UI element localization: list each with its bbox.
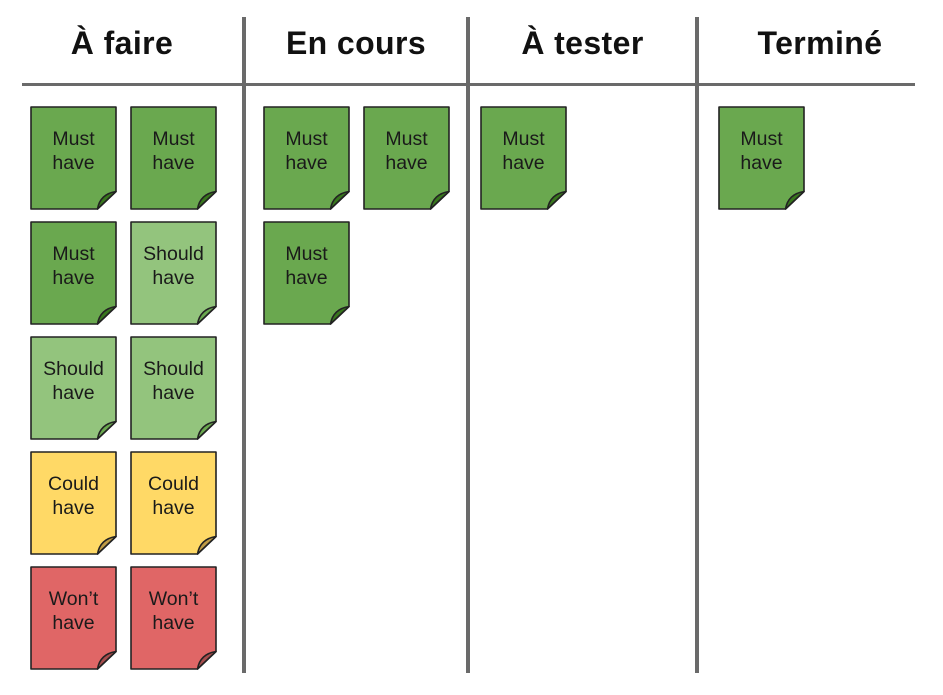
- column-divider-2: [466, 17, 470, 673]
- sticky-note-shape: [263, 221, 350, 325]
- sticky-note[interactable]: Should have: [30, 336, 117, 440]
- sticky-note-shape: [30, 221, 117, 325]
- column-notes-en-cours: Must have Must have Must have: [263, 106, 458, 325]
- sticky-note-label: Should have: [143, 358, 204, 404]
- sticky-note-label: Could have: [148, 473, 199, 519]
- folded-corner-icon: [196, 535, 217, 555]
- column-header-a-faire: À faire: [70, 24, 174, 61]
- sticky-note[interactable]: Could have: [30, 451, 117, 555]
- column-notes-termine: Must have: [718, 106, 913, 210]
- column-divider-3: [695, 17, 699, 673]
- sticky-note-label: Must have: [52, 128, 95, 174]
- sticky-note[interactable]: Could have: [130, 451, 217, 555]
- folded-corner-icon: [96, 305, 117, 325]
- sticky-note-shape: [363, 106, 450, 210]
- column-header-en-cours: En cours: [285, 24, 427, 61]
- sticky-note-shape: [718, 106, 805, 210]
- column-header-a-tester: À tester: [521, 24, 644, 61]
- folded-corner-icon: [546, 190, 567, 210]
- sticky-note-shape: [30, 566, 117, 670]
- sticky-note-shape: [130, 451, 217, 555]
- sticky-note-shape: [480, 106, 567, 210]
- sticky-note-shape: [130, 106, 217, 210]
- folded-corner-icon: [96, 650, 117, 670]
- sticky-note-shape: [30, 451, 117, 555]
- sticky-note-label: Won’t have: [48, 588, 99, 634]
- folded-corner-icon: [196, 420, 217, 440]
- sticky-note-shape: [130, 221, 217, 325]
- sticky-note-shape: [130, 566, 217, 670]
- folded-corner-icon: [196, 650, 217, 670]
- sticky-note[interactable]: Must have: [263, 221, 350, 325]
- sticky-note[interactable]: Must have: [718, 106, 805, 210]
- column-notes-a-faire: Must have Must have Must have Should hav…: [30, 106, 225, 670]
- sticky-note-label: Must have: [52, 243, 95, 289]
- sticky-note[interactable]: Must have: [130, 106, 217, 210]
- sticky-note[interactable]: Won’t have: [30, 566, 117, 670]
- sticky-note-label: Should have: [43, 358, 104, 404]
- sticky-note[interactable]: Must have: [263, 106, 350, 210]
- sticky-note[interactable]: Must have: [30, 221, 117, 325]
- sticky-note-label: Must have: [285, 243, 328, 289]
- column-notes-a-tester: Must have: [480, 106, 675, 210]
- sticky-note[interactable]: Won’t have: [130, 566, 217, 670]
- sticky-note-label: Won’t have: [148, 588, 199, 634]
- sticky-note-shape: [263, 106, 350, 210]
- sticky-note-label: Must have: [285, 128, 328, 174]
- sticky-note-shape: [30, 106, 117, 210]
- column-header-termine: Terminé: [757, 24, 883, 61]
- folded-corner-icon: [329, 190, 350, 210]
- sticky-note[interactable]: Must have: [480, 106, 567, 210]
- folded-corner-icon: [96, 420, 117, 440]
- folded-corner-icon: [429, 190, 450, 210]
- folded-corner-icon: [329, 305, 350, 325]
- folded-corner-icon: [196, 305, 217, 325]
- sticky-note-label: Must have: [152, 128, 195, 174]
- sticky-note[interactable]: Should have: [130, 336, 217, 440]
- sticky-note[interactable]: Should have: [130, 221, 217, 325]
- sticky-note-label: Could have: [48, 473, 99, 519]
- column-divider-1: [242, 17, 246, 673]
- sticky-note-label: Must have: [502, 128, 545, 174]
- sticky-note-label: Must have: [740, 128, 783, 174]
- folded-corner-icon: [96, 535, 117, 555]
- folded-corner-icon: [96, 190, 117, 210]
- sticky-note-shape: [30, 336, 117, 440]
- folded-corner-icon: [784, 190, 805, 210]
- sticky-note[interactable]: Must have: [30, 106, 117, 210]
- sticky-note-label: Must have: [385, 128, 428, 174]
- sticky-note[interactable]: Must have: [363, 106, 450, 210]
- folded-corner-icon: [196, 190, 217, 210]
- sticky-note-shape: [130, 336, 217, 440]
- sticky-note-label: Should have: [143, 243, 204, 289]
